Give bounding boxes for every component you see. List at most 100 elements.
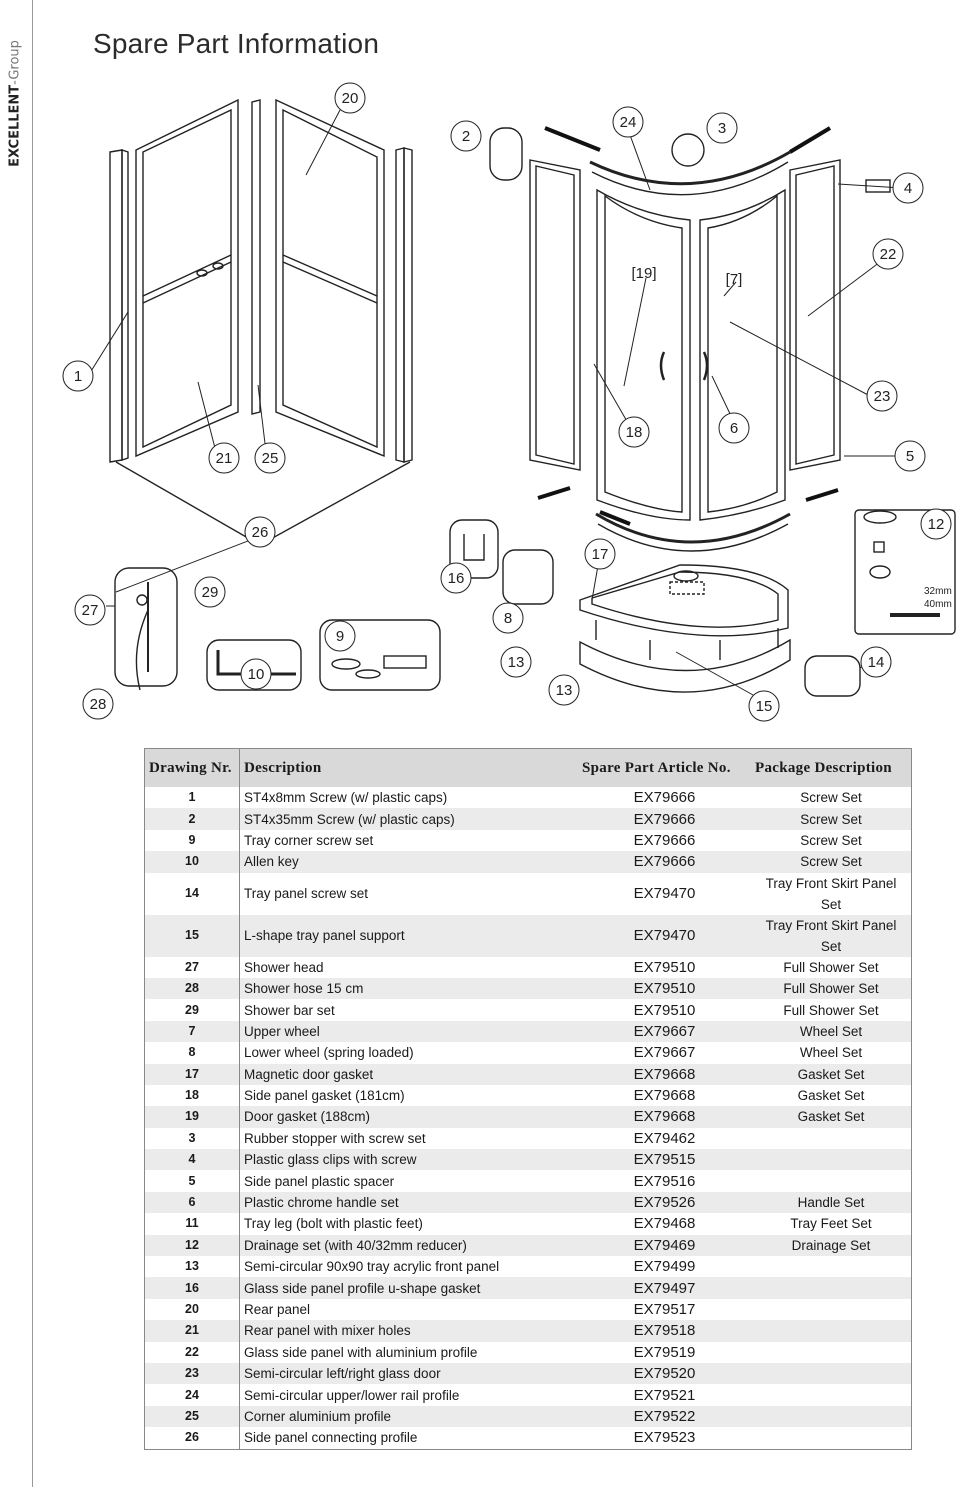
cell-package-description: Full Shower Set	[751, 999, 912, 1021]
cell-description: Lower wheel (spring loaded)	[239, 1042, 578, 1064]
cell-description: Tray corner screw set	[239, 829, 578, 852]
cell-package-description	[751, 1298, 912, 1321]
page-title: Spare Part Information	[93, 28, 380, 59]
cell-description: Tray leg (bolt with plastic feet)	[239, 1213, 578, 1235]
cell-drawing-nr: 11	[144, 1213, 240, 1235]
cell-drawing-nr: 18	[144, 1084, 240, 1107]
svg-text:6: 6	[730, 420, 738, 437]
cell-package-description: Wheel Set	[751, 1020, 912, 1043]
cell-description: Tray panel screw set	[239, 872, 578, 915]
callout-6: 6	[718, 412, 750, 444]
header-article-no: Spare Part Article No.	[578, 748, 751, 787]
cell-description: Drainage set (with 40/32mm reducer)	[239, 1234, 578, 1257]
cell-article-no: EX79520	[578, 1362, 751, 1385]
callout-16: 16	[440, 562, 472, 594]
cell-drawing-nr: 29	[144, 999, 240, 1021]
svg-text:14: 14	[868, 654, 885, 671]
cell-drawing-nr: 2	[144, 808, 240, 830]
cell-article-no: EX79470	[578, 914, 751, 957]
header-description: Description	[239, 748, 578, 787]
cell-drawing-nr: 23	[144, 1362, 240, 1385]
size-label-40mm: 40mm	[924, 599, 952, 610]
cell-description: Side panel plastic spacer	[239, 1170, 578, 1192]
svg-text:15: 15	[756, 698, 773, 715]
svg-text:9: 9	[336, 628, 344, 645]
callout-26: 26	[244, 516, 276, 548]
callout-24: 24	[612, 106, 644, 138]
cell-description: Side panel gasket (181cm)	[239, 1084, 578, 1107]
svg-text:12: 12	[928, 516, 945, 533]
cell-article-no: EX79668	[578, 1106, 751, 1128]
cell-description: Plastic chrome handle set	[239, 1191, 578, 1214]
cell-package-description	[751, 1384, 912, 1406]
svg-text:2: 2	[462, 128, 470, 145]
cell-description: Side panel connecting profile	[239, 1427, 578, 1450]
cell-article-no: EX79666	[578, 851, 751, 873]
cell-drawing-nr: 9	[144, 829, 240, 852]
svg-text:17: 17	[592, 546, 609, 563]
rear-panel	[275, 98, 385, 458]
cell-article-no: EX79510	[578, 977, 751, 1000]
cell-article-no: EX79499	[578, 1256, 751, 1278]
cell-article-no: EX79666	[578, 808, 751, 830]
brand-sidebar: EXCELLENT-Group	[0, 0, 33, 1487]
svg-text:5: 5	[906, 448, 914, 465]
cell-description: Allen key	[239, 851, 578, 873]
cell-article-no: EX79666	[578, 787, 751, 809]
svg-text:20: 20	[342, 90, 359, 107]
table-header-row: Drawing Nr. Description Spare Part Artic…	[144, 748, 912, 787]
callout-25: 25	[254, 442, 286, 474]
cell-drawing-nr: 26	[144, 1427, 240, 1450]
callout-27: 27	[74, 594, 106, 626]
svg-text:21: 21	[216, 450, 233, 467]
cell-article-no: EX79462	[578, 1127, 751, 1150]
cell-drawing-nr: 1	[144, 787, 240, 809]
callout-18: 18	[618, 416, 650, 448]
left-wall-profile	[109, 149, 129, 463]
callout-2: 2	[450, 120, 482, 152]
cell-article-no: EX79510	[578, 999, 751, 1021]
svg-text:[7]: [7]	[726, 271, 743, 288]
cell-drawing-nr: 15	[144, 914, 240, 957]
cell-drawing-nr: 22	[144, 1341, 240, 1363]
cell-drawing-nr: 16	[144, 1277, 240, 1299]
cell-package-description	[751, 1341, 912, 1363]
svg-text:1: 1	[74, 368, 82, 385]
cell-drawing-nr: 12	[144, 1234, 240, 1257]
cell-drawing-nr: 7	[144, 1020, 240, 1043]
cell-description: Shower bar set	[239, 999, 578, 1021]
cell-drawing-nr: 8	[144, 1042, 240, 1064]
svg-text:29: 29	[202, 584, 219, 601]
callout-13-lower: 13	[548, 674, 580, 706]
cell-article-no: EX79516	[578, 1170, 751, 1192]
cell-description: Rubber stopper with screw set	[239, 1127, 578, 1150]
callout-14: 14	[860, 646, 892, 678]
cell-description: Corner aluminium profile	[239, 1405, 578, 1428]
cell-description: Door gasket (188cm)	[239, 1106, 578, 1128]
callout-10: 10	[240, 658, 272, 690]
svg-text:13: 13	[556, 682, 573, 699]
cell-description: Shower head	[239, 956, 578, 978]
cell-package-description	[751, 1256, 912, 1278]
callout-17: 17	[584, 538, 616, 570]
cell-description: Shower hose 15 cm	[239, 977, 578, 1000]
callout-13-upper: 13	[500, 646, 532, 678]
cell-package-description: Full Shower Set	[751, 956, 912, 978]
header-drawing-nr: Drawing Nr.	[144, 748, 240, 787]
cell-drawing-nr: 5	[144, 1170, 240, 1192]
cell-package-description	[751, 1149, 912, 1171]
cell-package-description	[751, 1320, 912, 1342]
cell-article-no: EX79510	[578, 956, 751, 978]
svg-text:13: 13	[508, 654, 525, 671]
